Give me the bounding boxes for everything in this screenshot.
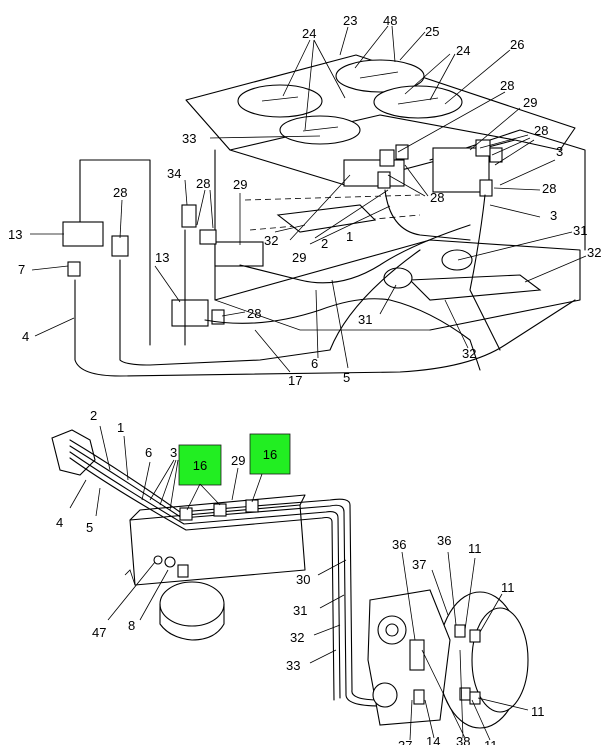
callout: 37 xyxy=(398,738,412,745)
highlight-box-16-left[interactable]: 16 xyxy=(178,444,222,486)
callout: 29 xyxy=(231,453,245,468)
callout: 24 xyxy=(302,26,316,41)
highlight-label: 16 xyxy=(193,458,207,473)
callout: 29 xyxy=(523,95,537,110)
callout: 7 xyxy=(18,262,25,277)
callout: 28 xyxy=(500,78,514,93)
callout: 36 xyxy=(437,533,451,548)
callout: 34 xyxy=(167,166,181,181)
callout: 4 xyxy=(56,515,63,530)
callout: 38 xyxy=(456,734,470,745)
callout: 11 xyxy=(468,541,482,556)
callout: 33 xyxy=(286,658,300,673)
callout: 17 xyxy=(288,373,302,388)
callout: 3 xyxy=(550,208,557,223)
callout: 11 xyxy=(531,704,545,719)
callout: 8 xyxy=(128,618,135,633)
leader-lines xyxy=(30,25,587,741)
callout: 32 xyxy=(290,630,304,645)
callout: 31 xyxy=(573,223,587,238)
callouts-top: 23 48 24 25 24 26 28 29 28 3 28 3 31 32 … xyxy=(8,13,601,388)
callout: 36 xyxy=(392,537,406,552)
callout: 13 xyxy=(8,227,22,242)
callout: 3 xyxy=(170,445,177,460)
callout: 3 xyxy=(556,144,563,159)
callout: 2 xyxy=(321,236,328,251)
callout: 11 xyxy=(484,738,498,745)
callout: 6 xyxy=(311,356,318,371)
callout: 28 xyxy=(542,181,556,196)
callout: 29 xyxy=(292,250,306,265)
callout: 23 xyxy=(343,13,357,28)
callout: 31 xyxy=(358,312,372,327)
callout: 5 xyxy=(343,370,350,385)
callout: 4 xyxy=(22,329,29,344)
callout: 28 xyxy=(113,185,127,200)
callout: 32 xyxy=(264,233,278,248)
callout: 2 xyxy=(90,408,97,423)
callout: 1 xyxy=(117,420,124,435)
callout: 28 xyxy=(247,306,261,321)
bottom-assembly xyxy=(51,429,529,729)
callout: 25 xyxy=(425,24,439,39)
top-assembly xyxy=(62,54,586,377)
callout: 47 xyxy=(92,625,106,640)
callout: 13 xyxy=(155,250,169,265)
callout: 32 xyxy=(587,245,601,260)
callout: 6 xyxy=(145,445,152,460)
callout: 11 xyxy=(501,580,515,595)
callout: 48 xyxy=(383,13,397,28)
highlight-label: 16 xyxy=(263,447,277,462)
callouts-bottom: 2 1 6 3 29 4 5 47 8 36 36 11 37 11 30 31… xyxy=(56,408,545,745)
callout: 5 xyxy=(86,520,93,535)
callout: 28 xyxy=(534,123,548,138)
callout: 32 xyxy=(462,346,476,361)
callout: 1 xyxy=(346,229,353,244)
callout: 37 xyxy=(412,557,426,572)
callout: 30 xyxy=(296,572,310,587)
highlight-box-16-right[interactable]: 16 xyxy=(249,433,291,475)
callout: 33 xyxy=(182,131,196,146)
callout: 29 xyxy=(233,177,247,192)
callout: 28 xyxy=(196,176,210,191)
callout: 26 xyxy=(510,37,524,52)
callout: 24 xyxy=(456,43,470,58)
callout: 14 xyxy=(426,734,440,745)
callout: 28 xyxy=(430,190,444,205)
callout: 31 xyxy=(293,603,307,618)
